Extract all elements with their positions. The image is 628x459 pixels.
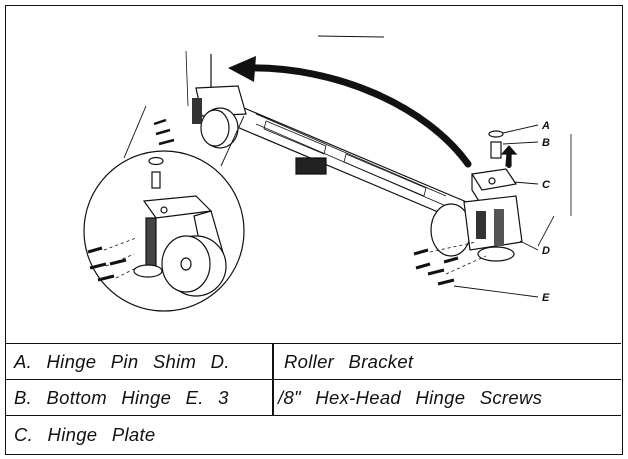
diagram-frame: A B C D E A. Hinge Pin Shim D. Roller Br…	[5, 5, 623, 455]
legend-row-1-right: Roller Bracket	[284, 350, 414, 372]
door-panel	[185, 50, 477, 229]
callout-c: C	[542, 179, 551, 191]
legend-row-1-left: A. Hinge Pin Shim D.	[14, 350, 230, 372]
legend-row-3-left: C. Hinge Plate	[14, 424, 156, 445]
callout-e: E	[542, 292, 550, 304]
legend-divider	[272, 380, 274, 415]
parts-legend: A. Hinge Pin Shim D. Roller Bracket B. B…	[6, 343, 621, 454]
legend-row-2-right: /8" Hex-Head Hinge Screws	[278, 386, 543, 408]
legend-row-2-left: B. Bottom Hinge E. 3	[14, 386, 229, 408]
hinge-assembly-illustration: A B C D E	[83, 35, 572, 312]
rotation-arrow	[228, 56, 472, 168]
legend-row: A. Hinge Pin Shim D. Roller Bracket	[6, 343, 621, 379]
legend-divider	[272, 344, 274, 379]
legend-row: C. Hinge Plate	[6, 415, 621, 454]
detail-magnifier	[83, 105, 245, 312]
callout-b: B	[542, 137, 550, 149]
callout-leaders	[453, 124, 539, 298]
callout-d: D	[542, 245, 550, 257]
right-caster-assembly	[413, 130, 572, 286]
upper-left-caster	[153, 85, 247, 149]
callout-a: A	[541, 120, 550, 132]
legend-row: B. Bottom Hinge E. 3 /8" Hex-Head Hinge …	[6, 379, 621, 415]
